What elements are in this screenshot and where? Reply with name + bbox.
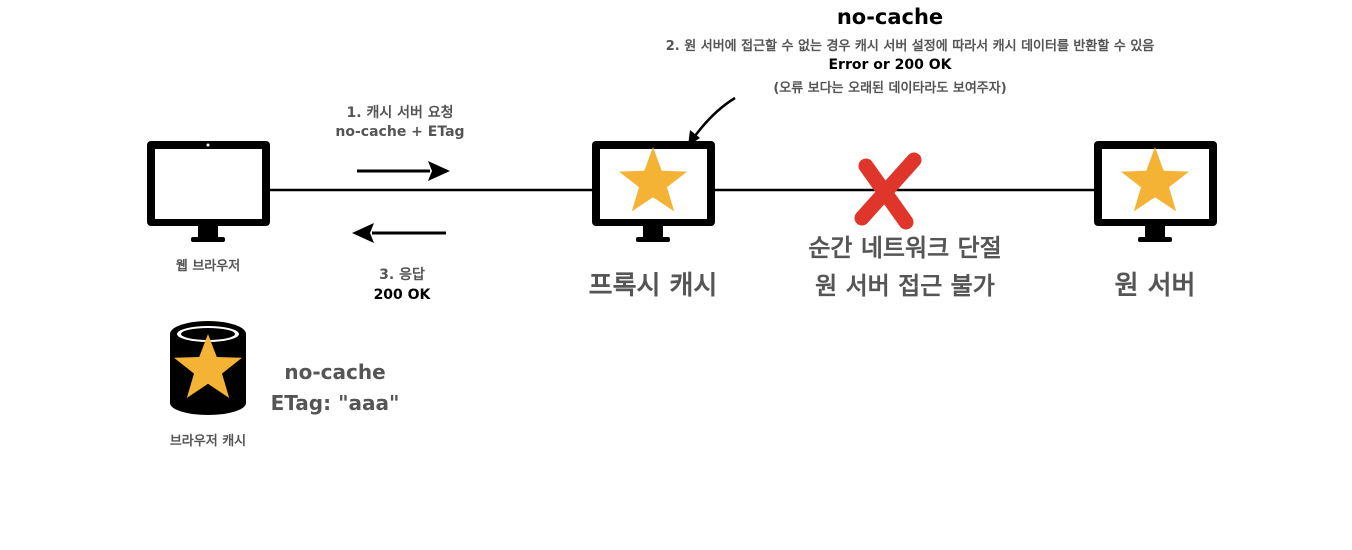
response-label: 3. 응답 — [379, 267, 425, 283]
request-label: 1. 캐시 서버 요청 — [346, 105, 454, 121]
title-description: 2. 원 서버에 접근할 수 없는 경우 캐시 서버 설정에 따라서 캐시 데이… — [665, 39, 1155, 54]
request-arrow-icon — [357, 161, 450, 181]
etag-value: ETag: "aaa" — [270, 391, 400, 415]
proxy-monitor-icon — [592, 141, 715, 242]
proxy-label: 프록시 캐시 — [588, 271, 718, 301]
diagram-title: no-cache — [836, 5, 944, 29]
disconnect-cross-icon — [854, 152, 922, 230]
title-result: Error or 200 OK — [828, 57, 952, 73]
pointer-arrow-icon — [688, 96, 736, 146]
star-icon — [174, 334, 242, 398]
origin-monitor-icon — [1094, 141, 1217, 242]
browser-monitor-icon — [147, 141, 270, 242]
disconnect-detail: 원 서버 접근 불가 — [815, 272, 995, 300]
title-note: (오류 보다는 오래된 데이타라도 보여주자) — [773, 81, 1007, 96]
response-arrow-icon — [352, 223, 446, 243]
cache-cylinder-icon — [170, 321, 246, 415]
star-icon — [619, 147, 687, 212]
response-status: 200 OK — [373, 287, 431, 303]
browser-cache-label: 브라우저 캐시 — [169, 434, 247, 449]
request-headers: no-cache + ETag — [335, 124, 465, 140]
star-icon — [1121, 147, 1189, 212]
origin-label: 원 서버 — [1114, 271, 1196, 301]
disconnect-label: 순간 네트워크 단절 — [808, 234, 1002, 262]
cache-control-value: no-cache — [284, 360, 386, 384]
browser-label: 웹 브라우저 — [175, 259, 241, 274]
